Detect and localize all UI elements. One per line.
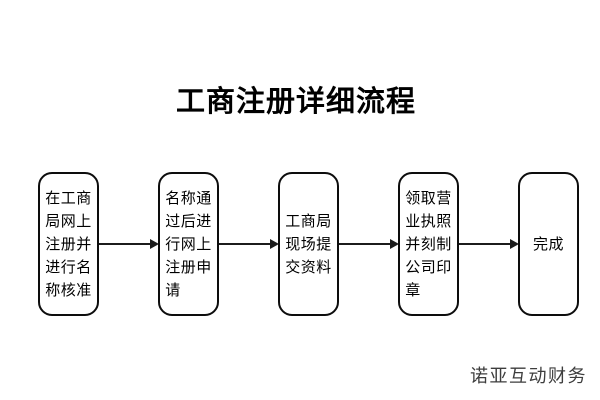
flow-step-label: 领取营 业执照 并刻制 公司印 章 — [405, 189, 452, 299]
flow-step-online-register: 在工商 局网上 注册并 进行名 称核准 — [38, 172, 99, 316]
arrow-right-icon — [339, 239, 399, 249]
arrow-right-icon — [99, 239, 159, 249]
flow-step-submit-materials: 工商局 现场提 交资料 — [278, 172, 339, 316]
arrow-right-icon — [459, 239, 519, 249]
arrow-right-icon — [219, 239, 279, 249]
flow-step-label: 完成 — [532, 235, 564, 253]
flow-step-label: 名称通 过后进 行网上 注册申 请 — [165, 189, 212, 299]
flow-step-apply-after-name-approval: 名称通 过后进 行网上 注册申 请 — [158, 172, 219, 316]
page-title: 工商注册详细流程 — [175, 86, 416, 118]
flow-step-label: 在工商 局网上 注册并 进行名 称核准 — [45, 189, 92, 299]
brand-watermark: 诺亚互动财务 — [470, 366, 587, 386]
flow-step-done: 完成 — [518, 172, 579, 316]
flow-step-license-and-seal: 领取营 业执照 并刻制 公司印 章 — [398, 172, 459, 316]
flow-step-label: 工商局 现场提 交资料 — [285, 212, 332, 276]
